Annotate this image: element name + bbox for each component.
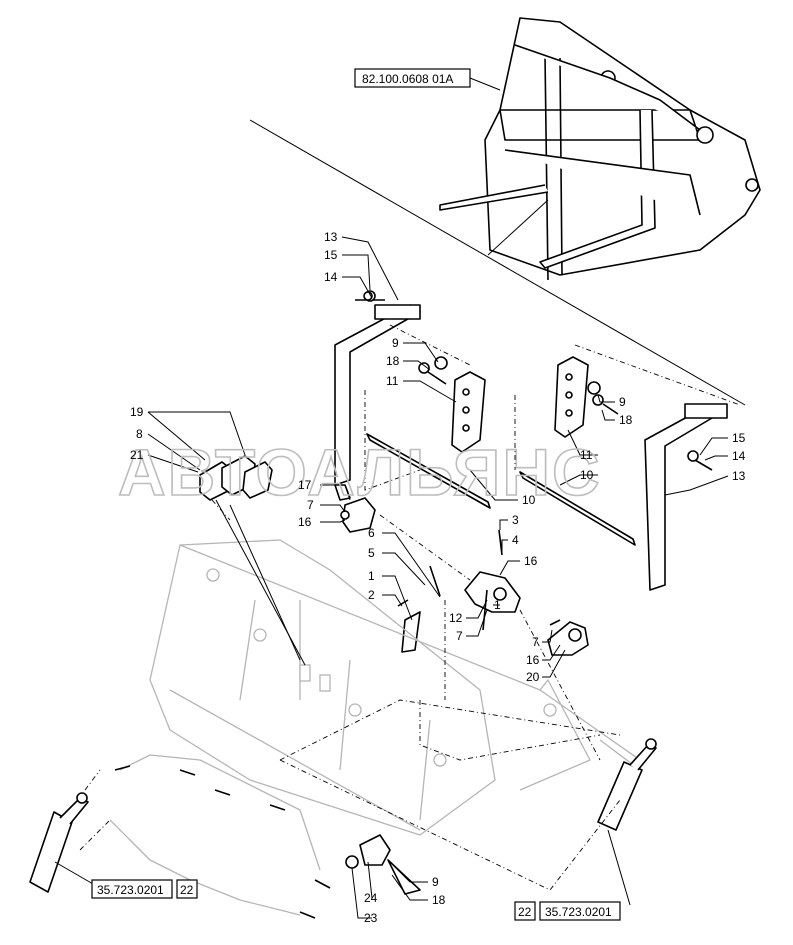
ref-box-bottom-left[interactable]: 35.723.0201 22 — [91, 879, 198, 899]
callout-17: 17 — [298, 478, 312, 492]
callout-8: 8 — [136, 427, 143, 441]
callout-4: 4 — [512, 533, 519, 547]
hydraulic-cylinder-left — [29, 792, 89, 893]
callout-18: 18 — [386, 354, 400, 368]
callout-3: 3 — [512, 513, 519, 527]
callout-9: 9 — [392, 336, 399, 350]
latch-block-center — [464, 571, 521, 613]
callout-13: 13 — [324, 230, 338, 244]
callout-15-right: 15 — [732, 431, 746, 445]
callout-11-right: 11 — [580, 448, 593, 462]
callout-1: 1 — [368, 569, 375, 583]
callout-18-right: 18 — [619, 413, 633, 427]
ref-bottom-left-qty: 22 — [180, 883, 194, 897]
callout-16-right: 16 — [526, 653, 540, 667]
callout-5: 5 — [368, 546, 375, 560]
callout-1-center: 1 — [494, 598, 501, 612]
rod-left — [366, 433, 491, 509]
latch-block-right — [547, 621, 589, 656]
callout-2: 2 — [368, 588, 375, 602]
callout-14-right: 14 — [732, 449, 746, 463]
rod-right — [519, 471, 636, 546]
watermark-text: АВТОАЛЬЯНС — [118, 435, 602, 509]
callout-21: 21 — [130, 448, 144, 462]
callout-23: 23 — [364, 911, 378, 925]
callout-20: 20 — [526, 670, 540, 684]
callout-16: 16 — [298, 515, 312, 529]
hydraulic-cylinder-right — [597, 738, 657, 831]
ref-box-top[interactable]: 82.100.0608 01A — [354, 68, 471, 88]
callout-15: 15 — [324, 248, 338, 262]
callout-10-right: 10 — [580, 468, 594, 482]
callouts: 13 15 14 9 18 11 19 8 21 17 7 16 10 9 18… — [130, 230, 746, 925]
callout-7: 7 — [307, 498, 314, 512]
latch-block-left — [340, 497, 376, 533]
relation-lines — [79, 324, 741, 891]
callout-6: 6 — [368, 526, 375, 540]
bracket-plate-left — [418, 362, 486, 453]
lower-lock-assembly — [345, 834, 421, 895]
callout-24: 24 — [364, 891, 378, 905]
fold-line — [487, 199, 549, 256]
hydraulic-hoses — [109, 754, 331, 919]
fork-right — [644, 403, 728, 591]
ref-bottom-right-qty: 22 — [518, 905, 532, 919]
ref-box-bottom-right[interactable]: 22 35.723.0201 — [514, 901, 621, 921]
bucket-illustration — [149, 539, 641, 836]
fork-attachment-illustration — [439, 17, 761, 281]
ref-top-text: 82.100.0608 01A — [362, 72, 453, 86]
callout-13-right: 13 — [732, 469, 746, 483]
leader-lines — [54, 77, 729, 919]
callout-10: 10 — [522, 493, 536, 507]
callout-16-center: 16 — [524, 554, 538, 568]
callout-9-bottom: 9 — [432, 875, 439, 889]
ref-bottom-left-text: 35.723.0201 — [97, 883, 164, 897]
section-break-line — [249, 119, 746, 406]
callout-12: 12 — [449, 611, 463, 625]
callout-7-right: 7 — [532, 635, 539, 649]
ref-bottom-right-text: 35.723.0201 — [545, 905, 612, 919]
wear-pads — [199, 455, 273, 501]
callout-18-bottom: 18 — [432, 893, 446, 907]
callout-7-center: 7 — [456, 629, 463, 643]
callout-11: 11 — [386, 374, 399, 388]
callout-14: 14 — [324, 270, 338, 284]
callout-19: 19 — [130, 405, 144, 419]
callout-9-right: 9 — [619, 395, 626, 409]
bracket-plate-right — [554, 356, 619, 438]
